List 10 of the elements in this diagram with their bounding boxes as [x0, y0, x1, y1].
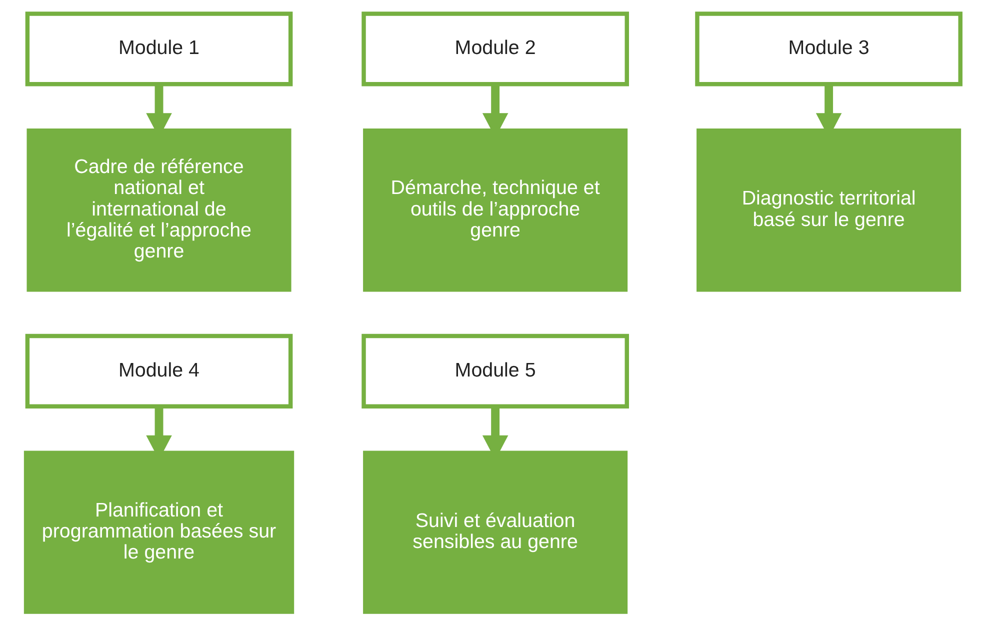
node-box: Suivi et évaluation sensibles au genre	[362, 450, 628, 614]
node-box: Module 3	[694, 12, 962, 86]
node-box: Diagnostic territorial basé sur le genre	[696, 128, 961, 292]
node-box: Module 5	[361, 334, 628, 408]
node-box: Planification et programmation basées sur le genre	[23, 450, 294, 614]
node-box: Cadre de référence national et international de l’égalité et l’approche genre	[26, 128, 291, 292]
node-box: Module 2	[361, 12, 628, 86]
node-box: Démarche, technique et outils de l’approche genre	[362, 128, 628, 292]
node-box: Module 4	[24, 334, 292, 408]
node-box: Module 1	[24, 12, 292, 86]
